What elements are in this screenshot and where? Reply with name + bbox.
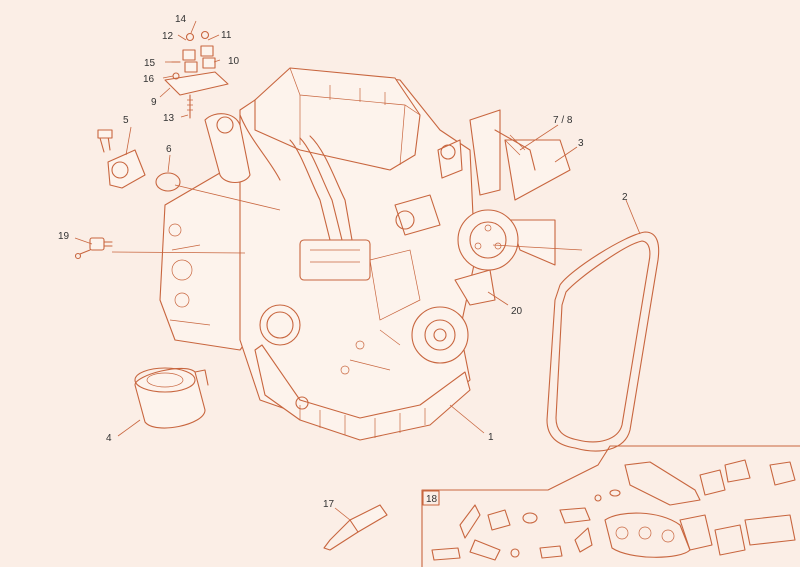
- callout-13: 13: [163, 113, 175, 124]
- callout-17: 17: [323, 499, 335, 510]
- v-belt[interactable]: [546, 231, 660, 452]
- callout-2: 2: [622, 192, 628, 203]
- callout-15: 15: [144, 58, 156, 69]
- callout-19: 19: [58, 231, 70, 242]
- water-pump-assembly[interactable]: [494, 129, 536, 171]
- callout-9: 9: [151, 97, 157, 108]
- temperature-sensor[interactable]: [74, 237, 113, 260]
- stop-solenoid[interactable]: [97, 129, 146, 189]
- cooling-fan[interactable]: [454, 109, 571, 306]
- callout-16: 16: [143, 74, 155, 85]
- engine-block[interactable]: [159, 67, 476, 441]
- callout-5: 5: [123, 115, 129, 126]
- callout-labels: 1 2 3 4 5 6 7 / 8 9 10 11 12 13 14 15 16…: [58, 14, 628, 510]
- callout-6: 6: [166, 144, 172, 155]
- callout-20: 20: [511, 306, 523, 317]
- callout-1: 1: [488, 432, 494, 443]
- leader-lines: [74, 20, 641, 521]
- sealant-tube[interactable]: [323, 504, 388, 551]
- callout-7-8: 7 / 8: [553, 115, 573, 126]
- solenoid-gasket[interactable]: [155, 172, 181, 192]
- gasket-kit-box[interactable]: [421, 445, 800, 567]
- callout-14: 14: [175, 14, 187, 25]
- callout-3: 3: [578, 138, 584, 149]
- callout-10: 10: [228, 56, 240, 67]
- callout-11: 11: [221, 30, 232, 41]
- callout-4: 4: [106, 433, 112, 444]
- callout-12: 12: [162, 31, 174, 42]
- callout-18: 18: [426, 494, 438, 505]
- relay-plate-assembly[interactable]: [164, 30, 229, 119]
- oil-filter[interactable]: [134, 367, 209, 429]
